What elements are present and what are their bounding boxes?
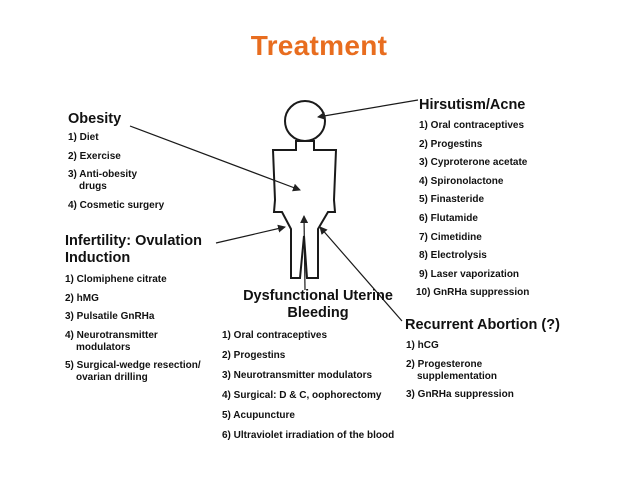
item-text: 2) hMG [65,292,99,304]
list-item: 1) Clomiphene citrate [65,274,235,286]
item-text-continued: drugs [79,181,107,192]
list-item: 3) Neurotransmitter modulators [222,370,373,381]
item-text: 2) Progesterone [406,358,483,370]
item-text-continued: ovarian drilling [76,372,148,383]
figure-head [284,100,326,142]
list-item: 6) Ultraviolet irradiation of the blood [222,430,395,441]
hirsutism-heading: Hirsutism/Acne [419,97,526,113]
list-item: 7) Cimetidine [419,231,482,243]
item-text: 4) Neurotransmitter [65,329,158,341]
item-text-continued: supplementation [417,370,498,382]
woman-silhouette-icon [271,100,338,279]
list-item: 5) Surgical-wedge resection/ ovarian dri… [65,360,235,384]
item-text: 5) Surgical-wedge resection/ [65,360,201,371]
list-item: 2) Progestins [222,350,286,361]
infertility-heading: Infertility: Ovulation Induction [65,233,235,267]
dub-arrow [300,215,309,291]
list-item: 2) Progesterone supplementation [406,359,560,383]
heading-line: Induction [65,250,131,266]
list-item: 9) Laser vaporization [419,268,520,280]
list-item: 10) GnRHa suppression [416,287,530,299]
heading-line: Bleeding [287,305,349,321]
infertility-group: Infertility: Ovulation Induction 1) Clom… [65,233,235,391]
item-text: 1) Clomiphene citrate [65,274,167,285]
list-item: 5) Finasteride [419,194,485,206]
figure-body [271,140,338,279]
list-item: 1) Diet [68,132,164,144]
item-text: 1) Diet [68,132,99,143]
list-item: 3) Pulsatile GnRHa [65,311,235,323]
item-text-continued: modulators [76,341,131,353]
list-item: 1) hCG [406,340,560,352]
slide-title: Treatment [250,30,388,61]
list-item: 2) Progestins [419,138,483,150]
list-item: 2) hMG [65,293,235,305]
list-item: 5) Acupuncture [222,410,295,421]
list-item: 3) Anti-obesity drugs [68,169,164,193]
item-text: 3) Pulsatile GnRHa [65,311,155,322]
item-text: 3) Anti-obesity [68,169,138,180]
list-item: 3) Cyproterone acetate [419,157,528,169]
abortion-group: Recurrent Abortion (?) 1) hCG 2) Progest… [405,317,560,408]
obesity-group: Obesity 1) Diet 2) Exercise 3) Anti-obes… [68,111,164,218]
dub-group: Dysfunctional Uterine Bleeding 1) Oral c… [218,288,418,450]
item-text: 3) GnRHa suppression [406,389,514,400]
list-item: 1) Oral contraceptives [419,120,525,131]
infertility-arrow [215,224,286,244]
list-item: 4) Spironolactone [419,175,504,187]
list-item: 1) Oral contraceptives [222,330,328,341]
hirsutism-group: Hirsutism/Acne 1) Oral contraceptives 2)… [416,97,530,306]
list-item: 4) Cosmetic surgery [68,200,164,212]
item-text: 2) Exercise [68,150,121,162]
abortion-arrow [319,226,403,322]
item-text: 4) Cosmetic surgery [68,199,165,211]
obesity-arrow [129,125,301,192]
list-item: 2) Exercise [68,151,164,163]
list-item: 4) Neurotransmitter modulators [65,330,235,354]
abortion-heading: Recurrent Abortion (?) [405,317,560,333]
hirsutism-arrow [317,99,419,120]
obesity-heading: Obesity [68,111,122,127]
heading-line: Dysfunctional Uterine [243,288,393,304]
list-item: 4) Surgical: D & C, oophorectomy [222,390,382,401]
dub-heading: Dysfunctional Uterine Bleeding [218,288,418,322]
list-item: 6) Flutamide [419,212,478,224]
list-item: 8) Electrolysis [419,250,487,262]
item-text: 1) hCG [406,340,439,351]
list-item: 3) GnRHa suppression [406,389,560,401]
heading-line: Infertility: Ovulation [65,233,202,249]
